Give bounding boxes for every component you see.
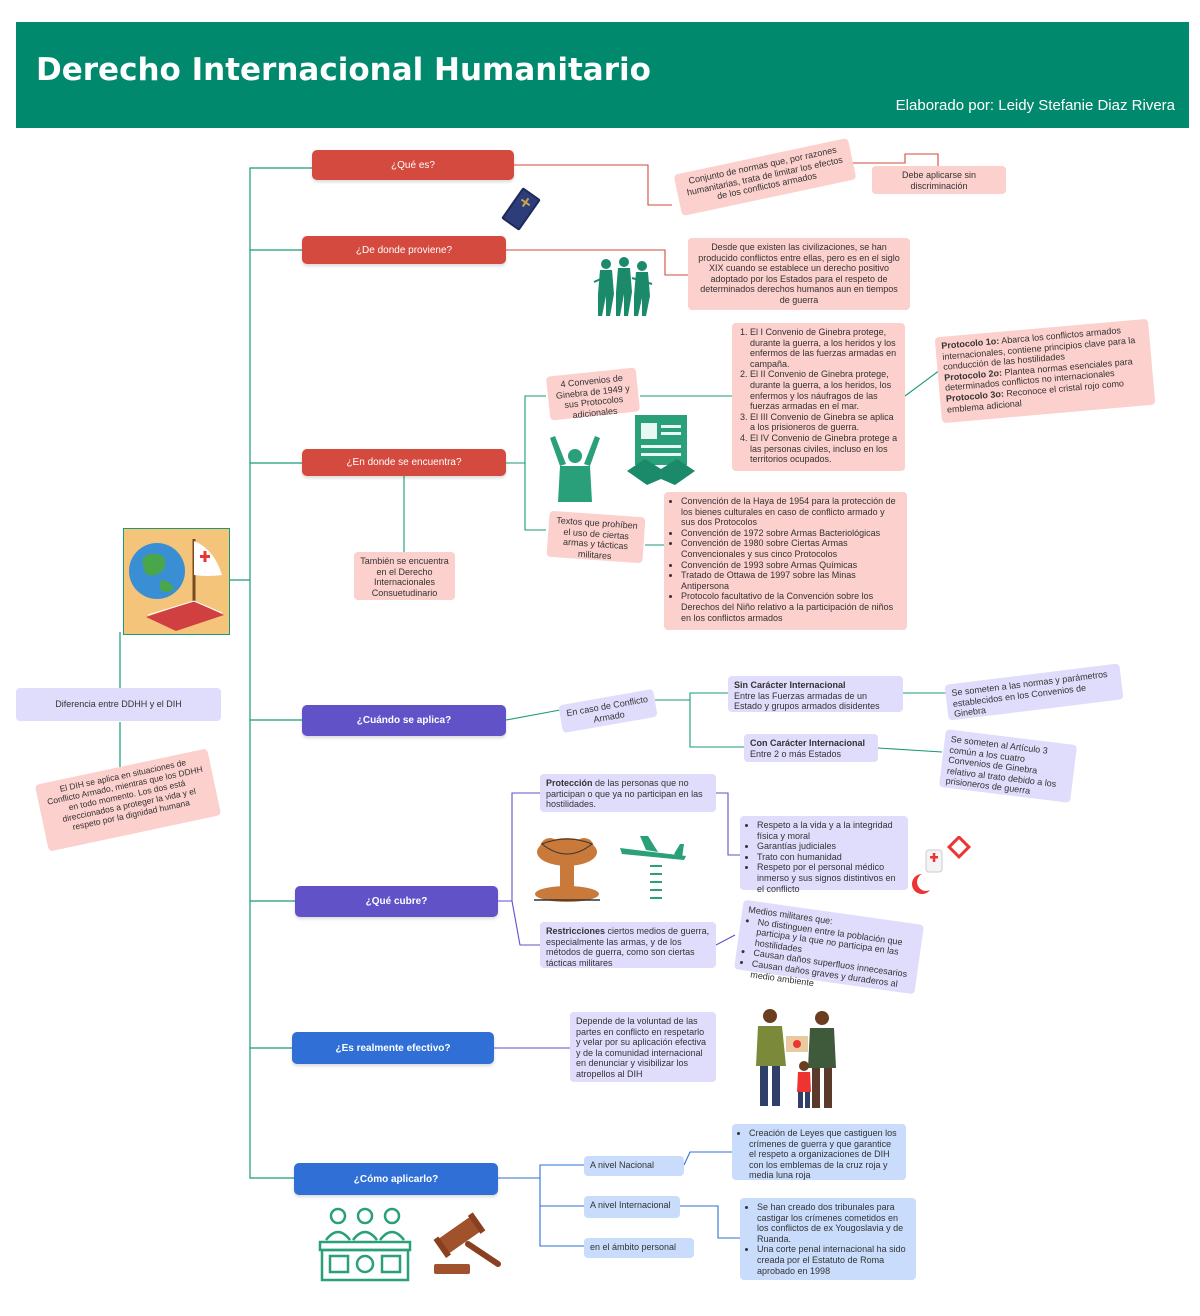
tribunal-icon [316, 1204, 414, 1284]
personal-label: en el ámbito personal [584, 1238, 694, 1258]
textos-label-text: Textos que prohíben el uso de ciertas ar… [555, 515, 639, 561]
textos-label: Textos que prohíben el uso de ciertas ar… [546, 510, 646, 564]
que-es-node[interactable]: ¿Qué es? [312, 150, 514, 180]
cubre-label: ¿Qué cubre? [365, 896, 428, 907]
convenio-item: El II Convenio de Ginebra protege, duran… [750, 369, 899, 411]
restricciones-box: Restricciones ciertos medios de guerra, … [540, 922, 716, 968]
convenios-label-text: 4 Convenios de Ginebra de 1949 y sus Pro… [555, 372, 631, 421]
textos-ul: Convención de la Haya de 1954 para la pr… [670, 496, 901, 623]
internacional-label: A nivel Internacional [584, 1196, 680, 1218]
proteccion-item: Respeto a la vida y a la integridad físi… [757, 820, 902, 841]
internacional-label-text: A nivel Internacional [590, 1200, 671, 1210]
efectivo-text: Depende de la voluntad de las partes en … [570, 1012, 716, 1082]
restricciones-title: Restricciones [546, 926, 606, 936]
treaty-handshake-icon [625, 413, 697, 487]
proteccion-item: Respeto por el personal médico inmerso y… [757, 862, 902, 894]
humanitarian-aid-icon [748, 1006, 846, 1112]
convenios-list: El I Convenio de Ginebra protege, durant… [732, 323, 905, 471]
proteccion-box: Protección de las personas que no partic… [540, 774, 716, 812]
aplicarlo-label: ¿Cómo aplicarlo? [353, 1173, 439, 1185]
texto-item: Protocolo facultativo de la Convención s… [681, 591, 901, 623]
red-cross-emblems-icon [908, 834, 972, 894]
origen-node[interactable]: ¿De donde proviene? [302, 236, 506, 264]
nacional-item: Creación de Leyes que castiguen los crím… [749, 1128, 900, 1181]
que-es-note-text: Debe aplicarse sin discriminación [901, 170, 977, 191]
efectivo-text-content: Depende de la voluntad de las partes en … [576, 1016, 707, 1080]
efectivo-label: ¿Es realmente efectivo? [335, 1042, 451, 1054]
explosion-icon [530, 834, 604, 906]
internacional-ul: Se han creado dos tribunales para castig… [746, 1202, 910, 1276]
con-caracter-text: Entre 2 o más Estados [750, 748, 842, 759]
cuando-label: ¿Cuándo se aplica? [356, 715, 452, 726]
texto-item: Convención de 1993 sobre Armas Químicas [681, 560, 901, 571]
consuetudinario-text: También se encuentra en el Derecho Inter… [360, 556, 449, 598]
proteccion-item: Trato con humanidad [757, 852, 902, 863]
que-es-note: Debe aplicarse sin discriminación [872, 166, 1006, 194]
donde-label: ¿En donde se encuentra? [346, 457, 462, 468]
con-caracter-note-text: Se someten al Artículo 3 común a los cua… [945, 733, 1057, 797]
author-credit: Elaborado por: Leidy Stefanie Diaz River… [895, 97, 1175, 114]
soldiers-icon [592, 254, 654, 320]
origen-text: Desde que existen las civilizaciones, se… [688, 238, 910, 310]
nacional-ul: Creación de Leyes que castiguen los crím… [738, 1128, 900, 1181]
surrender-person-icon [546, 432, 604, 504]
donde-node[interactable]: ¿En donde se encuentra? [302, 449, 506, 476]
origen-text-content: Desde que existen las civilizaciones, se… [698, 242, 900, 306]
convenios-ol: El I Convenio de Ginebra protege, durant… [738, 327, 899, 465]
texto-item: Convención de la Haya de 1954 para la pr… [681, 496, 901, 528]
con-caracter-title: Con Carácter Internacional [750, 738, 866, 748]
texto-item: Convención de 1972 sobre Armas Bacteriol… [681, 528, 901, 539]
textos-list: Convención de la Haya de 1954 para la pr… [664, 492, 907, 630]
texto-item: Convención de 1980 sobre Ciertas Armas C… [681, 538, 901, 559]
sin-caracter-box: Sin Carácter Internacional Entre las Fue… [728, 676, 903, 712]
cubre-node[interactable]: ¿Qué cubre? [295, 886, 498, 917]
globe-flag-book-icon [123, 528, 230, 635]
convenio-item: El IV Convenio de Ginebra protege a las … [750, 433, 899, 465]
proteccion-title: Protección [546, 778, 593, 788]
con-caracter-box: Con Carácter Internacional Entre 2 o más… [744, 734, 878, 762]
book-icon [498, 186, 544, 232]
internacional-items-box: Se han creado dos tribunales para castig… [740, 1198, 916, 1280]
personal-label-text: en el ámbito personal [590, 1242, 677, 1252]
que-es-label: ¿Qué es? [391, 159, 435, 171]
gavel-icon [430, 1212, 504, 1276]
efectivo-node[interactable]: ¿Es realmente efectivo? [292, 1032, 494, 1064]
aplicarlo-node[interactable]: ¿Cómo aplicarlo? [294, 1163, 498, 1195]
aircraft-icon [616, 834, 690, 906]
cuando-node[interactable]: ¿Cuándo se aplica? [302, 705, 506, 736]
nacional-label-text: A nivel Nacional [590, 1160, 655, 1170]
restricciones-text: ciertos medios de guerra, especialmente … [546, 926, 710, 968]
convenio-item: El III Convenio de Ginebra se aplica a l… [750, 412, 899, 433]
origen-label: ¿De donde proviene? [355, 244, 453, 256]
sin-caracter-text: Entre las Fuerzas armadas de un Estado y… [734, 690, 880, 712]
proteccion-ul: Respeto a la vida y a la integridad físi… [746, 820, 902, 894]
texto-item: Tratado de Ottawa de 1997 sobre las Mina… [681, 570, 901, 591]
sin-caracter-title: Sin Carácter Internacional [734, 680, 846, 690]
consuetudinario-box: También se encuentra en el Derecho Inter… [354, 552, 455, 600]
internacional-item: Una corte penal internacional ha sido cr… [757, 1244, 910, 1276]
header-banner: Derecho Internacional Humanitario Elabor… [16, 22, 1189, 128]
nacional-label: A nivel Nacional [584, 1156, 684, 1176]
nacional-items-box: Creación de Leyes que castiguen los crím… [732, 1124, 906, 1180]
page-title: Derecho Internacional Humanitario [36, 52, 651, 88]
convenio-item: El I Convenio de Ginebra protege, durant… [750, 327, 899, 369]
difference-label-text: Diferencia entre DDHH y el DIH [55, 699, 182, 710]
difference-label: Diferencia entre DDHH y el DIH [16, 688, 221, 721]
proteccion-items-box: Respeto a la vida y a la integridad físi… [740, 816, 908, 894]
proteccion-item: Garantías judiciales [757, 841, 902, 852]
proteccion-text: de las personas que no participan o que … [546, 778, 703, 810]
internacional-item: Se han creado dos tribunales para castig… [757, 1202, 910, 1244]
